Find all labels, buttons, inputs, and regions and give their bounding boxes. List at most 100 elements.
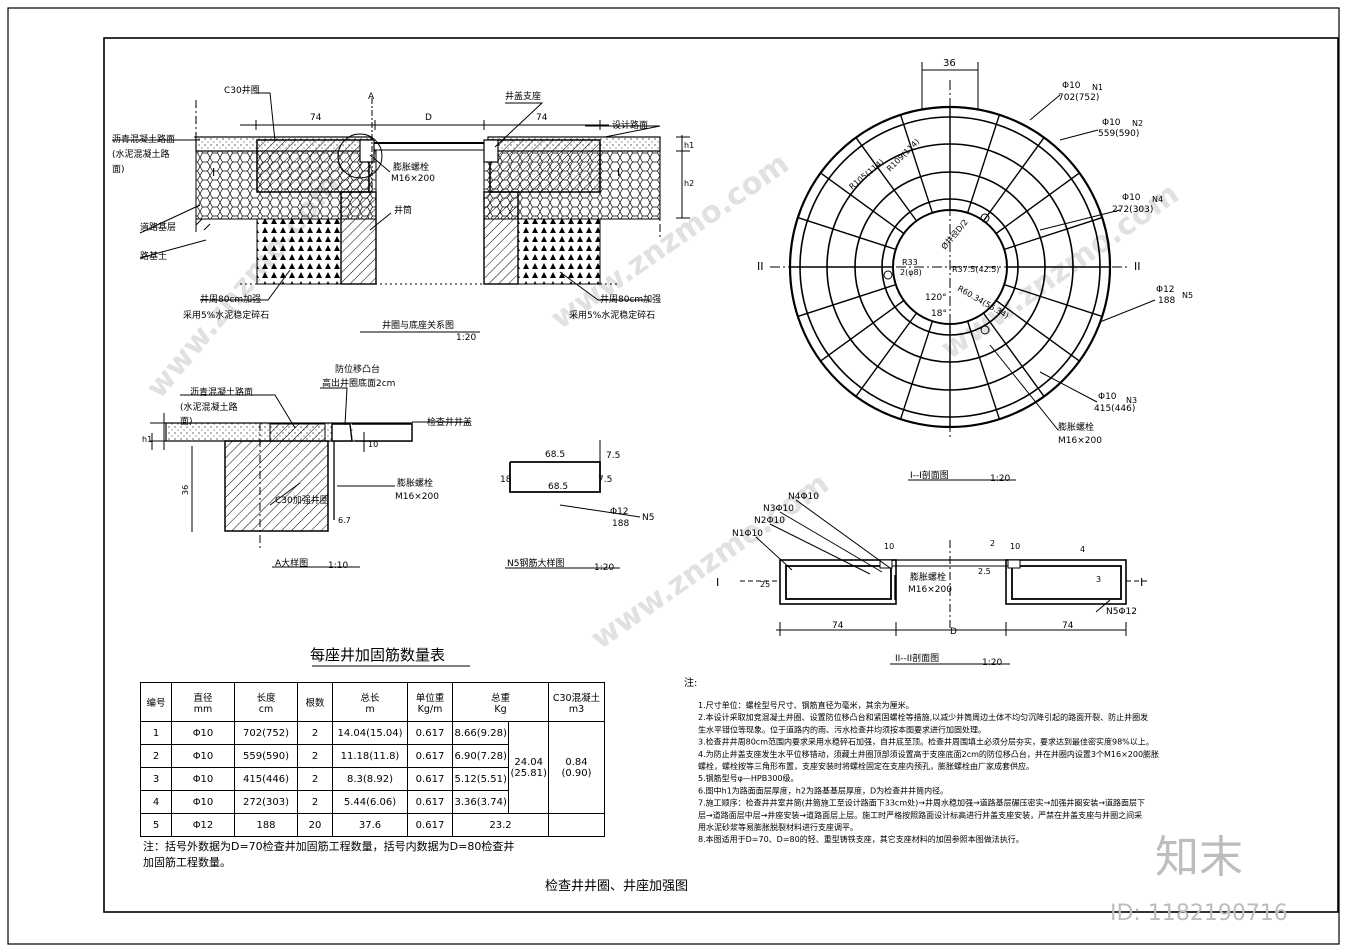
- svg-text:Φ10: Φ10: [1098, 392, 1117, 402]
- ii-dim-74-right: 74: [1062, 621, 1074, 631]
- n5-scale: 1:20: [594, 563, 614, 573]
- svg-text:N4: N4: [1152, 195, 1163, 204]
- main-title: 检查井井圈、井座加强图: [545, 879, 688, 894]
- reinforce-right-label: 井周80cm加强: [600, 293, 661, 305]
- cover-seat-label: 井盖支座: [505, 90, 541, 102]
- detail-a-asphalt-2: (水泥混凝土路: [180, 401, 238, 413]
- svg-text:188: 188: [1158, 296, 1175, 306]
- center-label-3: Ø井径D/2: [939, 217, 970, 251]
- n5-dim-left: 18: [500, 475, 512, 485]
- mark-i-right: I: [617, 166, 620, 179]
- ii-dim-4: 4: [1080, 545, 1085, 554]
- header-cell: 总长 m: [332, 682, 408, 722]
- table-title: 每座井加固筋数量表: [310, 646, 445, 664]
- subgrade-label: 路基土: [140, 250, 167, 262]
- ii-caption: II--II剖面图: [895, 652, 939, 664]
- note-line: 螺栓，螺栓按等三角形布置，支座安装时将螺栓固定在支座内预孔，膨胀螺栓由厂家成套供…: [698, 761, 1034, 771]
- ii-dim-left: 25: [760, 580, 770, 589]
- radial-bar: [797, 283, 897, 318]
- n5-dim-right-2: 7.5: [598, 475, 612, 485]
- header-cell: C30混凝土 m3: [548, 682, 605, 722]
- n5-length: 188: [612, 519, 629, 529]
- ii-mark-right: I: [1140, 576, 1143, 589]
- plan-scale: 1:20: [990, 474, 1010, 484]
- n5-dim-right: 7.5: [606, 451, 620, 461]
- ii-scale: 1:20: [982, 658, 1002, 668]
- notes-title: 注:: [684, 676, 697, 689]
- detail-n5: 68.5 68.5 18 7.5 7.5 Φ12 188 N5 N5钢筋大样图 …: [500, 440, 654, 573]
- svg-text:415(446): 415(446): [1094, 404, 1135, 414]
- n5-dia: Φ12: [610, 507, 629, 517]
- section-top-scale: 1:20: [456, 333, 476, 343]
- ii-dim-25: 2.5: [978, 567, 991, 576]
- outer-frame: [7, 7, 1340, 945]
- bolt-label: 膨胀螺栓: [393, 161, 429, 173]
- svg-text:702(752): 702(752): [1058, 93, 1099, 103]
- detail-a-asphalt-3: 面): [180, 416, 193, 427]
- anti-shift-label-2: 高出井圈底面2cm: [322, 377, 395, 389]
- asphalt-label-2: (水泥混凝土路: [112, 148, 170, 160]
- note-line: 7.施工顺序：检查井井室井筒(井筒施工至设计路面下33cm处)→井周水稳加强→道…: [698, 798, 1145, 808]
- asphalt-label: 沥青混凝土路面: [112, 133, 175, 145]
- ii-dim-3: 3: [1096, 575, 1101, 584]
- svg-text:Φ10: Φ10: [1062, 81, 1081, 91]
- radial-bar: [982, 312, 1045, 397]
- dim-d: D: [425, 113, 432, 123]
- reinforce-left-label: 井周80cm加强: [200, 293, 261, 305]
- angle-18: 18°: [931, 309, 947, 319]
- dim-74-right: 74: [536, 113, 548, 123]
- merged-total-cell: 24.04(25.81): [508, 721, 549, 814]
- n5-caption: N5钢筋大样图: [507, 557, 564, 569]
- header-cell: 直径 mm: [171, 682, 235, 722]
- notes: 注: 1.尺寸单位：螺栓型号尺寸、钢筋直径为毫米，其余为厘米。2.本设计采取加竞…: [684, 676, 1159, 844]
- detail-a-bolt: 膨胀螺栓: [397, 477, 433, 489]
- concrete-cell: 0.84(0.90): [548, 721, 605, 814]
- svg-text:272(303): 272(303): [1112, 205, 1153, 215]
- brand-logo: 知末 ID: 1182190716: [1110, 832, 1288, 926]
- ii-bolt: 膨胀螺栓: [910, 571, 946, 583]
- radial-bar: [1003, 216, 1103, 251]
- radial-bar: [995, 172, 1080, 235]
- anti-shift-label: 防位移凸台: [335, 363, 380, 375]
- header-cell: 单位重 Kg/m: [407, 682, 453, 722]
- plan-dim-36: 36: [943, 58, 956, 69]
- center-label-2: R105(114): [848, 157, 886, 191]
- svg-text:膨胀螺栓: 膨胀螺栓: [1058, 421, 1094, 433]
- radial-bar: [995, 299, 1080, 362]
- plan-callouts: Φ10 702(752) N1 Φ10 559(590) N2 Φ10 272(…: [1058, 81, 1193, 446]
- note-line: 用水泥砂浆等易膨胀脱裂材料进行支座调平。: [698, 822, 858, 832]
- ii-mark-left: I: [716, 576, 719, 589]
- svg-text:Φ12: Φ12: [1156, 285, 1175, 295]
- angle-120: 120°: [925, 293, 947, 303]
- table-header-row: 编号 直径 mm 长度 cm 根数 总长 m 单位重 Kg/m 总重 Kg C3…: [140, 682, 605, 722]
- plan-mark-right: II: [1134, 260, 1141, 273]
- dim-74-left: 74: [310, 113, 322, 123]
- header-cell: 编号: [140, 682, 172, 722]
- svg-text:Φ10: Φ10: [1102, 118, 1121, 128]
- svg-text:Φ10: Φ10: [1122, 193, 1141, 203]
- svg-text:N1: N1: [1092, 83, 1103, 92]
- road-base-label: 道路基层: [140, 221, 176, 233]
- svg-text:N5: N5: [1182, 291, 1193, 300]
- detail-a-h1: h1: [142, 435, 152, 444]
- n5-label: N5Φ12: [1106, 607, 1137, 617]
- n4-label: N4Φ10: [788, 492, 819, 502]
- reinforce-left-label-2: 采用5%水泥稳定碎石: [183, 309, 269, 321]
- detail-a-asphalt: 沥青混凝土路面: [190, 386, 253, 398]
- svg-text:ID: 1182190716: ID: 1182190716: [1110, 901, 1288, 926]
- note-line: 8.本图适用于D=70、D=80的轻、重型铸铁支座，其它支座材料的加固参照本图做…: [698, 834, 1024, 844]
- note-line: 3.检查井井周80cm范围内要求采用水稳碎石加强，自井底至顶。检查井周围填土必须…: [698, 737, 1154, 747]
- bolt-size-label: M16×200: [391, 174, 435, 184]
- section-ii: N4Φ10 N3Φ10 N2Φ10 N1Φ10 N5Φ12 膨胀螺栓 M16×2…: [716, 492, 1150, 668]
- mark-a: A: [368, 92, 375, 102]
- center-label-6: R37.5(42.5): [952, 265, 999, 274]
- c30-ring-label: C30井圈: [224, 84, 260, 96]
- radial-bar: [1003, 283, 1103, 318]
- svg-text:N2: N2: [1132, 119, 1143, 128]
- detail-a-scale: 1:10: [328, 561, 348, 571]
